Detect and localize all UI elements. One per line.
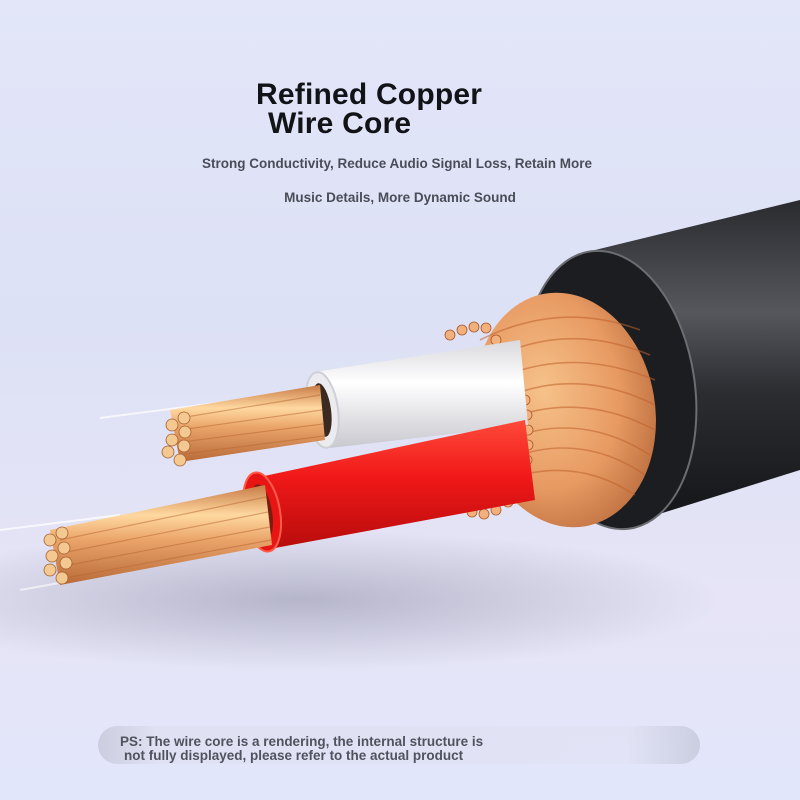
disclaimer-banner [98,726,700,764]
disclaimer-line-2: not fully displayed, please refer to the… [124,748,464,763]
white-core-strand-ends [161,411,192,467]
red-core-strand-ends [43,526,73,585]
disclaimer-text: PS: The wire core is a rendering, the in… [120,735,483,763]
page-title: Refined Copper Wire Core [256,78,483,140]
title-line-2: Wire Core [268,107,412,140]
title-line-1: Refined Copper [256,78,483,111]
subtitle-line-2: Music Details, More Dynamic Sound [284,190,516,205]
subtitle-line-1: Strong Conductivity, Reduce Audio Signal… [201,156,593,171]
disclaimer-line-1: PS: The wire core is a rendering, the in… [120,734,484,749]
